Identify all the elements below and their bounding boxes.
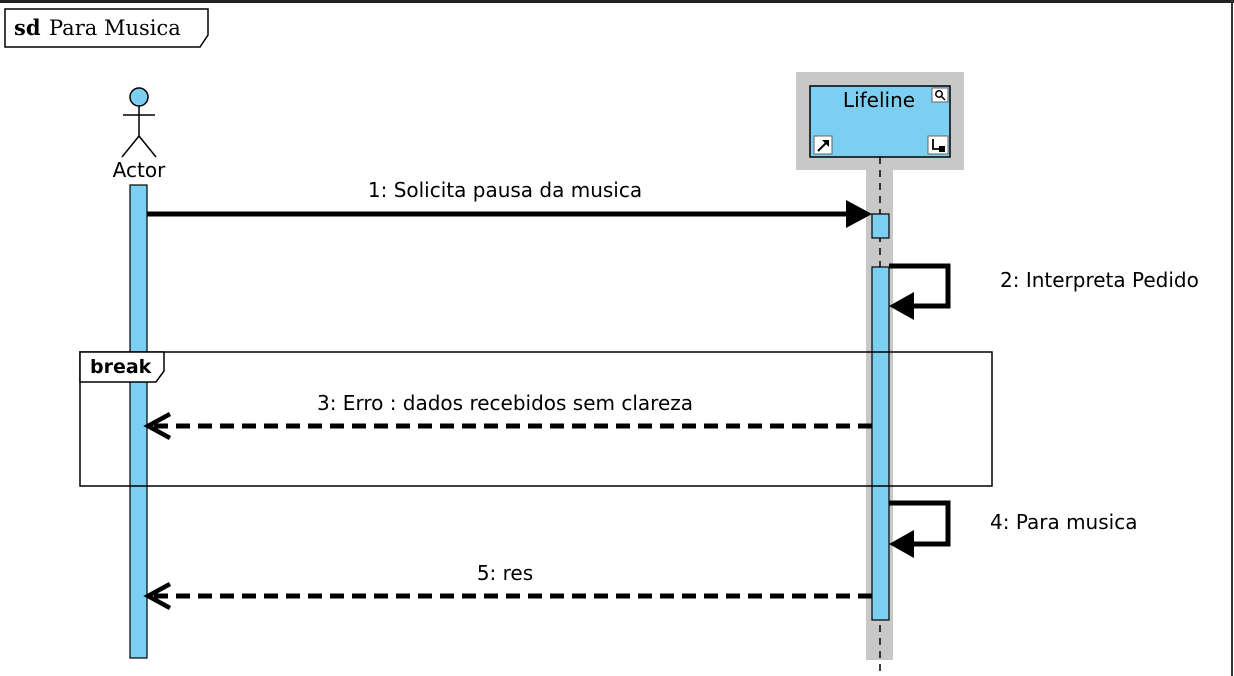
message-1-label: 1: Solicita pausa da musica bbox=[368, 178, 642, 202]
message-2-arrowhead bbox=[889, 292, 914, 320]
message-2[interactable]: 2: Interpreta Pedido bbox=[889, 263, 1199, 320]
magnifier-icon[interactable] bbox=[931, 87, 949, 103]
message-4[interactable]: 4: Para musica bbox=[889, 500, 1137, 558]
message-4-label: 4: Para musica bbox=[990, 510, 1137, 534]
message-5-arrowhead bbox=[143, 582, 172, 610]
lifeline-participant[interactable]: Lifeline bbox=[809, 85, 951, 158]
message-3-label: 3: Erro : dados recebidos sem clareza bbox=[317, 391, 693, 415]
message-4-arrowhead bbox=[889, 530, 914, 558]
break-fragment-frame[interactable] bbox=[79, 351, 993, 487]
actor-activation-bar[interactable] bbox=[129, 184, 148, 659]
frame-name: Para Musica bbox=[49, 16, 181, 40]
message-5-label: 5: res bbox=[477, 561, 533, 585]
message-3[interactable]: 3: Erro : dados recebidos sem clareza bbox=[143, 391, 872, 440]
actor-icon bbox=[121, 87, 157, 158]
actor-participant[interactable]: Actor bbox=[113, 87, 166, 182]
frame-tag[interactable]: sd Para Musica bbox=[4, 8, 209, 48]
message-2-line bbox=[889, 263, 951, 309]
break-operator-tag bbox=[79, 351, 165, 383]
message-4-line bbox=[889, 500, 951, 547]
lifeline-activation-bar-2[interactable] bbox=[871, 266, 890, 621]
break-operator-label: break bbox=[90, 356, 152, 378]
message-1[interactable]: 1: Solicita pausa da musica bbox=[147, 178, 872, 228]
lifeline-label: Lifeline bbox=[843, 88, 915, 112]
message-5[interactable]: 5: res bbox=[143, 561, 872, 610]
actor-label: Actor bbox=[113, 158, 166, 182]
lifeline-activation-bar-1[interactable] bbox=[871, 213, 890, 239]
frame-kind: sd bbox=[14, 15, 41, 40]
message-3-arrowhead bbox=[143, 412, 172, 440]
message-1-arrowhead bbox=[846, 200, 872, 228]
lifeline-head-box[interactable] bbox=[809, 85, 951, 158]
subdiagram-icon[interactable] bbox=[927, 135, 949, 155]
break-fragment[interactable]: break bbox=[79, 351, 993, 487]
message-2-label: 2: Interpreta Pedido bbox=[1000, 268, 1199, 292]
shortcut-arrow-icon[interactable] bbox=[813, 135, 833, 155]
